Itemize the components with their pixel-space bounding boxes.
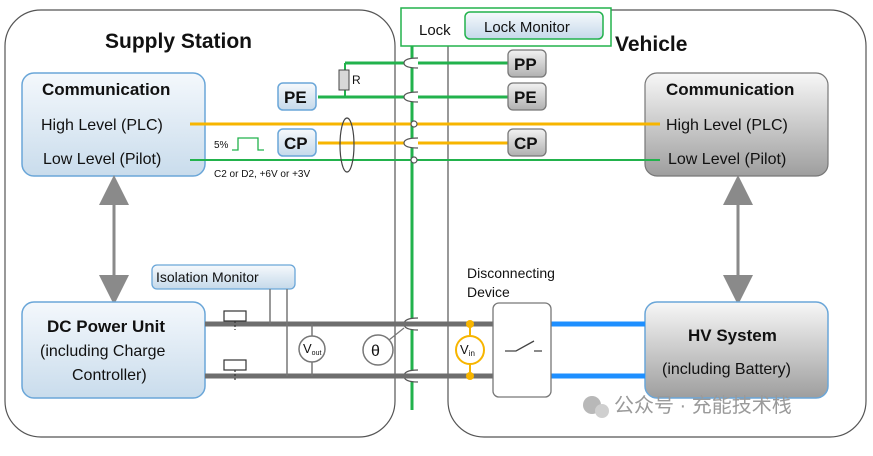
hv-system-line1: HV System (688, 326, 777, 345)
vehicle-cp-pin (507, 128, 547, 157)
station-pe-label: PE (284, 88, 307, 107)
vin-meter (455, 335, 485, 365)
theta-label: θ (371, 343, 380, 360)
vehicle-low-level-label: Low Level (Pilot) (668, 151, 786, 168)
temperature-sensor (362, 334, 394, 366)
lock-monitor-box (464, 11, 604, 40)
vehicle-title: Vehicle (615, 33, 687, 56)
temperature-sensor-lead (388, 327, 405, 341)
station-low-level-label: Low Level (Pilot) (43, 151, 161, 168)
station-pe-pin (277, 82, 317, 111)
resistor-symbol (338, 69, 350, 91)
vehicle-frame (447, 9, 867, 438)
lock-monitor-label: Lock Monitor (484, 19, 570, 36)
vout-label: Vout (303, 341, 321, 357)
lock-label: Lock (419, 22, 451, 39)
vehicle-pp-pin (507, 49, 547, 78)
cable-loop (339, 117, 355, 173)
supply-station-title: Supply Station (105, 30, 252, 53)
dc-power-unit-line2: (including Charge (40, 343, 166, 360)
dc-power-unit-line1: DC Power Unit (47, 317, 165, 336)
vehicle-pp-label: PP (514, 55, 537, 74)
isolation-monitor-box (151, 264, 296, 290)
isolation-monitor-label: Isolation Monitor (156, 269, 259, 285)
vin-label: Vin (460, 342, 475, 358)
watermark: 公众号 · 充能技术栈 (583, 394, 792, 418)
watermark-text: 公众号 · 充能技术栈 (614, 394, 792, 417)
disconnect-switch-symbol (505, 340, 542, 352)
hv-system-line2: (including Battery) (662, 361, 791, 378)
resistor-label: R (352, 73, 361, 87)
vehicle-high-level-label: High Level (PLC) (666, 117, 788, 134)
pwm-waveform (232, 137, 264, 151)
vin-node-top (466, 320, 474, 328)
dc-power-unit-line3: Controller) (72, 367, 147, 384)
disconnecting-device-line1: Disconnecting (467, 265, 555, 281)
station-high-level-label: High Level (PLC) (41, 117, 163, 134)
cp-state-label: C2 or D2, +6V or +3V (214, 169, 310, 180)
disconnecting-device-line2: Device (467, 284, 510, 300)
station-cp-pin (277, 128, 317, 157)
vin-node-bottom (466, 372, 474, 380)
dc-power-unit-box (21, 301, 206, 399)
station-communication-title: Communication (42, 80, 170, 99)
supply-station-frame (4, 9, 396, 438)
vehicle-cp-label: CP (514, 134, 538, 153)
vehicle-pe-label: PE (514, 88, 537, 107)
connector-contacts (403, 57, 419, 383)
station-cp-label: CP (284, 134, 308, 153)
vehicle-communication-title: Communication (666, 80, 794, 99)
vehicle-pe-pin (507, 82, 547, 111)
hv-system-box (644, 301, 829, 399)
station-contactors (223, 310, 247, 382)
vout-meter (298, 335, 326, 363)
disconnecting-device-box (492, 302, 552, 398)
pwm-duty-label: 5% (214, 140, 229, 151)
